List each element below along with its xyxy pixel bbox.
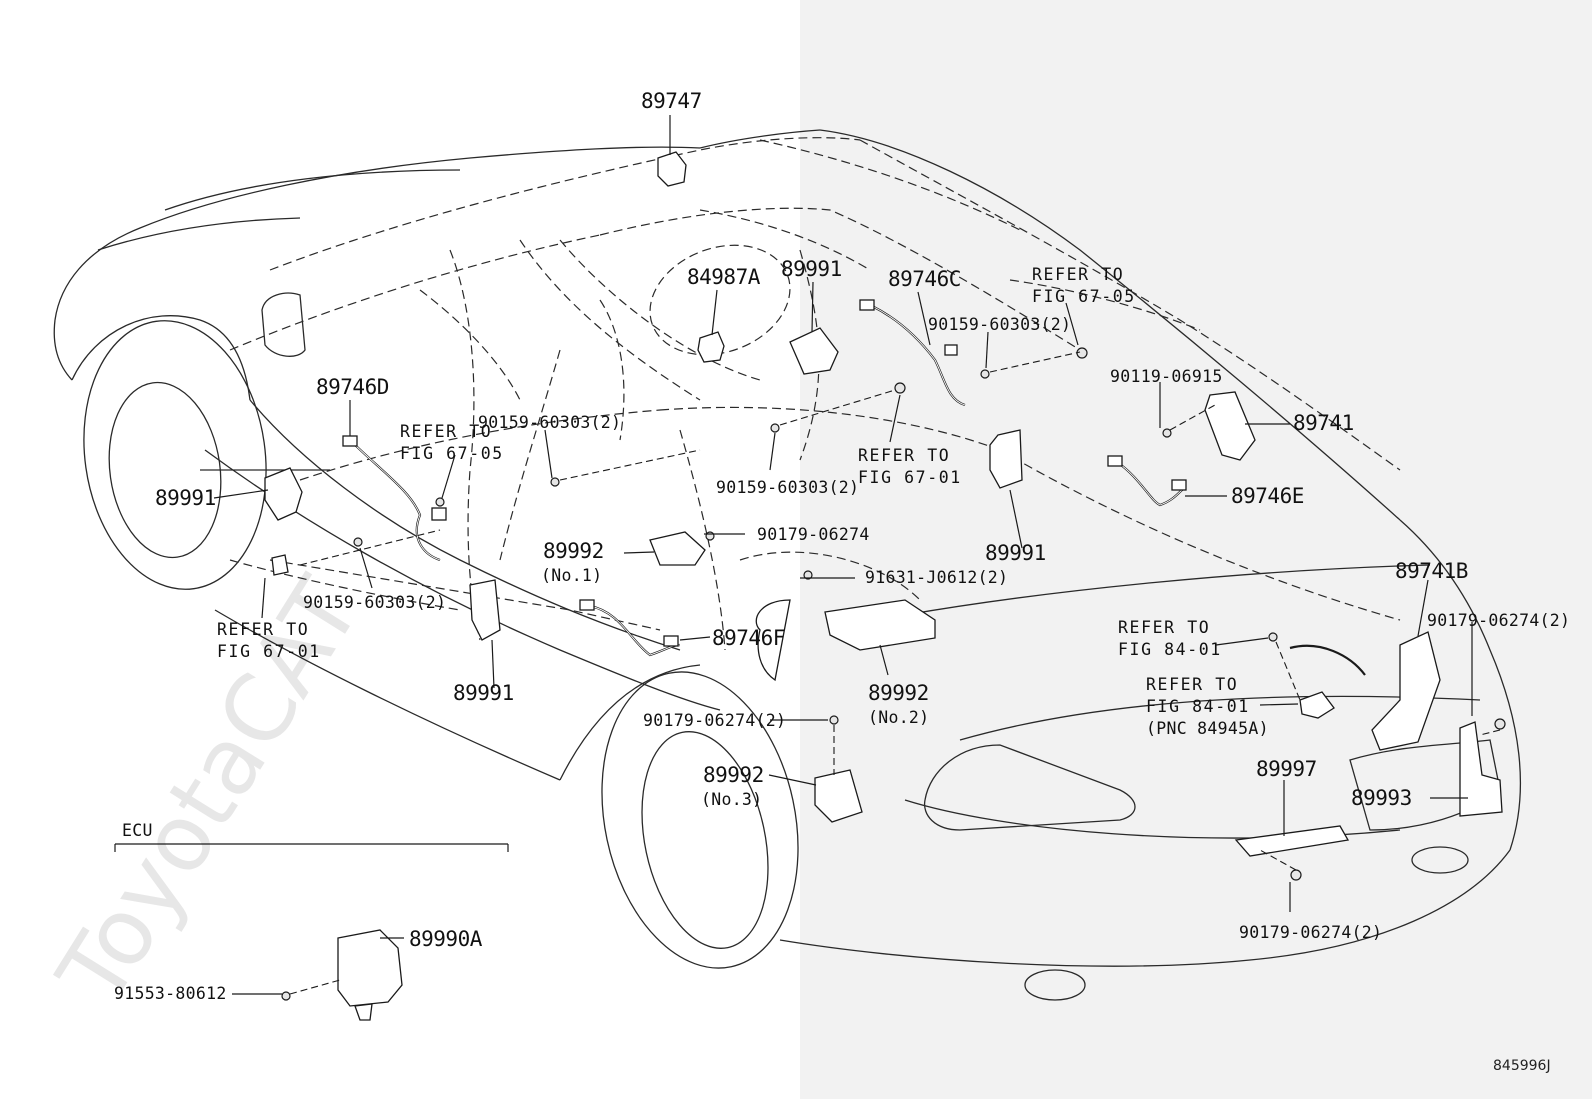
label-89992-no3-sub: (No.3) bbox=[701, 790, 762, 809]
sensor-89741-shape bbox=[1204, 391, 1256, 461]
label-89992-no3: 89992 bbox=[703, 763, 764, 787]
label-90179-d: 90179-06274(2) bbox=[1239, 923, 1382, 942]
ecu-section-label: ECU bbox=[122, 821, 153, 840]
sensor-89993-shape bbox=[1459, 721, 1503, 817]
label-89992-no1-sub: (No.1) bbox=[541, 566, 602, 585]
label-91553: 91553-80612 bbox=[114, 984, 227, 1003]
diagram-code: 845996J bbox=[1493, 1058, 1551, 1074]
leader-lines bbox=[213, 115, 1501, 995]
label-89746f: 89746F bbox=[712, 626, 785, 650]
ref-67-05-left-l1: REFER TO bbox=[400, 422, 492, 441]
ref-67-01-mid-l1: REFER TO bbox=[858, 446, 950, 465]
ref-67-01-mid-l2: FIG 67-01 bbox=[858, 468, 962, 487]
sensor-89991-top-shape bbox=[789, 327, 839, 375]
label-89741: 89741 bbox=[1293, 411, 1354, 435]
sensor-89991-right-shape bbox=[989, 429, 1023, 489]
label-90179-a: 90179-06274 bbox=[757, 525, 870, 544]
reference-labels: REFER TO FIG 67-05 REFER TO FIG 67-05 RE… bbox=[217, 265, 1269, 738]
ref-84-01-a-l1: REFER TO bbox=[1118, 618, 1210, 637]
label-89991-top: 89991 bbox=[781, 257, 842, 281]
watermark: ToyotaCAT bbox=[37, 560, 381, 1022]
sensor-89992-no2-shape bbox=[824, 599, 936, 651]
label-90179-c: 90179-06274(2) bbox=[1427, 611, 1570, 630]
label-89997: 89997 bbox=[1256, 757, 1317, 781]
ref-67-05-right-l1: REFER TO bbox=[1032, 265, 1124, 284]
label-84987a: 84987A bbox=[687, 265, 761, 289]
sensor-89997-shape bbox=[1234, 825, 1350, 857]
sensor-89991-pillar-shape bbox=[469, 579, 501, 641]
label-89992-no2: 89992 bbox=[868, 681, 929, 705]
ref-84-01-a-l2: FIG 84-01 bbox=[1118, 640, 1222, 659]
sensor-89991-left-shape bbox=[264, 467, 303, 521]
label-89747: 89747 bbox=[641, 89, 702, 113]
ecu-89990a-shape bbox=[337, 929, 403, 1007]
label-89992-no1: 89992 bbox=[543, 539, 604, 563]
label-90159-c: 90159-60303(2) bbox=[716, 478, 859, 497]
ref-67-01-left-l1: REFER TO bbox=[217, 620, 309, 639]
label-90119: 90119-06915 bbox=[1110, 367, 1223, 386]
label-91631: 91631-J0612(2) bbox=[865, 568, 1008, 587]
part-labels: 89747 84987A 89991 89746C 89746D 89991 8… bbox=[155, 89, 1468, 951]
background-panel bbox=[800, 0, 1592, 1099]
label-90159-b: 90159-60303(2) bbox=[478, 413, 621, 432]
sensor-89747-shape bbox=[657, 151, 687, 187]
label-89746e: 89746E bbox=[1231, 484, 1304, 508]
label-89990a: 89990A bbox=[409, 927, 483, 951]
label-89746c: 89746C bbox=[888, 267, 961, 291]
clock-spring-84987a-shape bbox=[697, 331, 725, 363]
label-90159-d: 90159-60303(2) bbox=[303, 593, 446, 612]
label-89993: 89993 bbox=[1351, 786, 1412, 810]
sensor-89992-no3-shape bbox=[814, 769, 863, 823]
sensor-89992-no1-shape bbox=[649, 531, 706, 566]
sensor-89741b-shape bbox=[1371, 631, 1441, 751]
ref-67-05-left-l2: FIG 67-05 bbox=[400, 444, 504, 463]
label-89992-no2-sub: (No.2) bbox=[868, 708, 929, 727]
ref-67-01-left-l2: FIG 67-01 bbox=[217, 642, 321, 661]
label-89741b: 89741B bbox=[1395, 559, 1468, 583]
label-90179-b: 90179-06274(2) bbox=[643, 711, 786, 730]
ref-84-01-b-l1: REFER TO bbox=[1146, 675, 1238, 694]
label-89991-right: 89991 bbox=[985, 541, 1046, 565]
ref-67-05-right-l2: FIG 67-05 bbox=[1032, 287, 1136, 306]
ref-84-01-b-l2: FIG 84-01 bbox=[1146, 697, 1250, 716]
ref-84-01-b-l3: (PNC 84945A) bbox=[1146, 719, 1269, 738]
fastener-labels: 90159-60303(2) 90119-06915 90159-60303(2… bbox=[114, 315, 1570, 1003]
part-sketches bbox=[264, 151, 1506, 1021]
label-89991-left: 89991 bbox=[155, 486, 216, 510]
label-90159-a: 90159-60303(2) bbox=[928, 315, 1071, 334]
label-89991-pillar: 89991 bbox=[453, 681, 514, 705]
label-89746d: 89746D bbox=[316, 375, 389, 399]
